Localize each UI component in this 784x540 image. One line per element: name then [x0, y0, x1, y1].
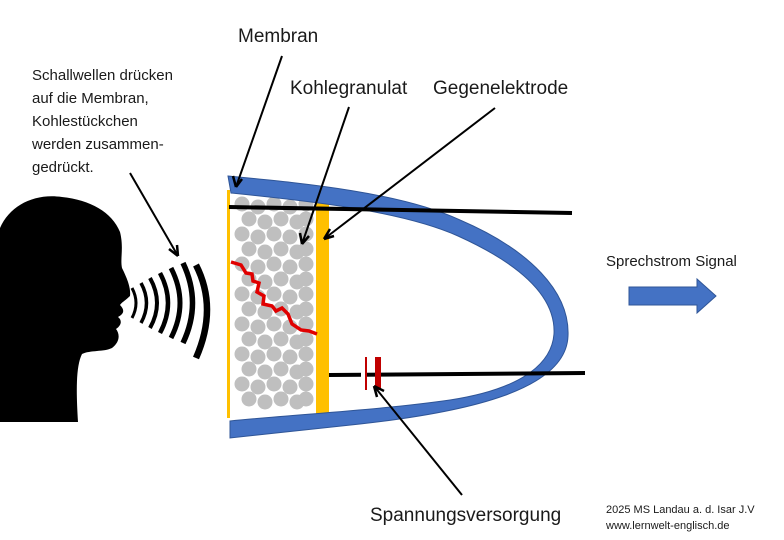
carbon-granule: [298, 316, 314, 332]
carbon-granule: [250, 229, 266, 245]
carbon-granule: [273, 271, 289, 287]
carbon-granule: [250, 349, 266, 365]
carbon-granule: [241, 301, 257, 317]
carbon-granule: [257, 304, 273, 320]
carbon-granule: [273, 241, 289, 257]
carbon-granule: [241, 391, 257, 407]
carbon-granule: [234, 316, 250, 332]
carbon-granule: [234, 286, 250, 302]
carbon-granule: [257, 334, 273, 350]
carbon-granule: [234, 226, 250, 242]
head-silhouette: [0, 196, 131, 422]
explanation-text: Schallwellen drücken auf die Membran, Ko…: [32, 64, 173, 179]
current-path: [230, 260, 318, 336]
explanation-line: Schallwellen drücken: [32, 67, 173, 84]
carbon-granule: [282, 259, 298, 275]
carbon-granule: [282, 379, 298, 395]
carbon-granule: [234, 376, 250, 392]
label-carbon-granules: Kohlegranulat: [290, 78, 408, 99]
carbon-granule: [266, 256, 282, 272]
carbon-granule: [273, 361, 289, 377]
carbon-granule: [298, 376, 314, 392]
carbon-granule: [298, 391, 314, 407]
carbon-granule: [282, 289, 298, 305]
carbon-granule: [257, 214, 273, 230]
signal-wire-bottom: [328, 371, 586, 377]
carbon-granule: [273, 391, 289, 407]
carbon-granule: [298, 361, 314, 377]
label-counter-electrode: Gegenelektrode: [433, 78, 569, 99]
carbon-granules: [234, 196, 314, 410]
explanation-line: gedrückt.: [32, 159, 94, 176]
carbon-granule: [298, 346, 314, 362]
signal-arrow: [628, 277, 717, 315]
credit-url: www.lernwelt-englisch.de: [606, 520, 730, 532]
arrow-carbon: [301, 106, 350, 245]
carbon-granule: [266, 316, 282, 332]
arrow-power: [373, 385, 463, 496]
carbon-granule: [273, 331, 289, 347]
carbon-granule: [241, 361, 257, 377]
carbon-granule: [250, 259, 266, 275]
battery-symbol: [361, 357, 381, 390]
carbon-granule: [266, 286, 282, 302]
explanation-line: auf die Membran,: [32, 90, 149, 107]
arrow-electrode: [323, 107, 496, 240]
carbon-granule: [241, 211, 257, 227]
credit-line: 2025 MS Landau a. d. Isar J.V: [606, 504, 755, 516]
counter-electrode: [316, 198, 329, 418]
carbon-granule: [266, 346, 282, 362]
sound-waves: [130, 261, 211, 360]
label-membrane: Membran: [238, 26, 319, 47]
carbon-granule: [241, 331, 257, 347]
microphone-housing: [227, 175, 569, 439]
explanation-line: Kohlestückchen: [32, 113, 138, 130]
signal-wire-top: [228, 205, 573, 215]
carbon-granule: [298, 256, 314, 272]
credit: 2025 MS Landau a. d. Isar J.V www.lernwe…: [606, 502, 755, 534]
carbon-granule: [298, 301, 314, 317]
carbon-granule: [282, 229, 298, 245]
arrow-membrane: [235, 55, 283, 188]
explanation-line: werden zusammen-: [32, 136, 164, 153]
carbon-granule: [257, 394, 273, 410]
carbon-granule: [298, 271, 314, 287]
carbon-granule: [298, 241, 314, 257]
carbon-granule: [298, 331, 314, 347]
membrane: [227, 190, 230, 418]
pointer-arrows: [129, 55, 496, 496]
carbon-granule: [250, 379, 266, 395]
carbon-granule: [273, 211, 289, 227]
carbon-granule: [241, 241, 257, 257]
carbon-granule: [257, 274, 273, 290]
carbon-granule: [266, 226, 282, 242]
label-power-supply: Spannungsversorgung: [370, 505, 562, 526]
label-signal: Sprechstrom Signal: [606, 253, 737, 270]
arrow-explanation: [129, 172, 179, 257]
carbon-granule: [282, 349, 298, 365]
carbon-granule: [298, 286, 314, 302]
carbon-granule: [257, 244, 273, 260]
carbon-granule: [266, 376, 282, 392]
carbon-granule: [250, 319, 266, 335]
carbon-granule: [257, 364, 273, 380]
carbon-granule: [234, 346, 250, 362]
